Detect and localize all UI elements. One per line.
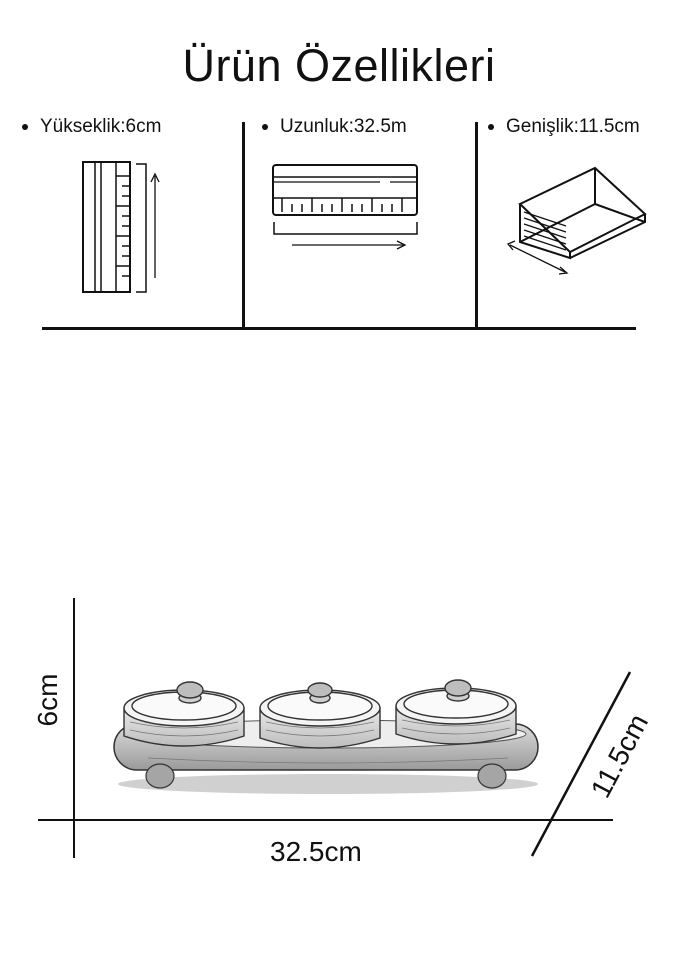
spec-width: Genişlik:11.5cm: [488, 116, 640, 138]
bullet-icon: [262, 124, 268, 130]
divider-right: [475, 122, 478, 330]
height-dimension-label: 6cm: [32, 673, 63, 727]
width-axis-line: [530, 671, 632, 857]
page-title: Ürün Özellikleri: [182, 40, 496, 91]
divider-bottom: [42, 327, 636, 330]
divider-left: [242, 122, 245, 330]
spec-width-label: Genişlik:11.5cm: [506, 116, 640, 137]
height-axis-line: [73, 598, 75, 858]
spec-length: Uzunluk:32.5m: [262, 116, 407, 138]
horizontal-ruler-icon: [272, 164, 418, 250]
length-axis-line: [38, 819, 613, 821]
product-sketch-image: [113, 679, 539, 794]
spec-height-label: Yükseklik:6cm: [40, 116, 162, 137]
spec-length-label: Uzunluk:32.5m: [280, 116, 407, 137]
bullet-icon: [22, 124, 28, 130]
vertical-ruler-icon: [82, 161, 160, 293]
spec-height: Yükseklik:6cm: [22, 116, 161, 138]
bullet-icon: [488, 124, 494, 130]
box-width-icon: [506, 166, 647, 275]
length-dimension-label: 32.5cm: [270, 836, 362, 867]
